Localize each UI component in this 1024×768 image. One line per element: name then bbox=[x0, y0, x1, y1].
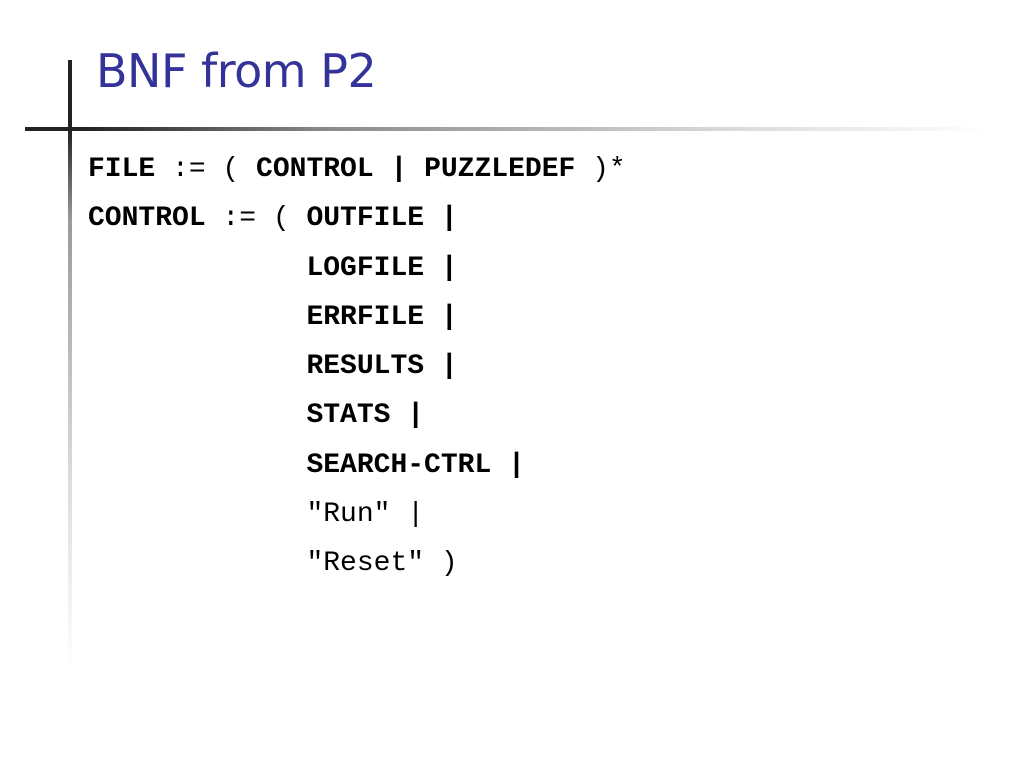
bnf-line: CONTROL := ( OUTFILE | bbox=[88, 199, 626, 248]
bnf-line: LOGFILE | bbox=[88, 249, 626, 298]
bnf-indent bbox=[88, 548, 306, 579]
bnf-indent bbox=[88, 253, 306, 284]
bnf-line: RESULTS | bbox=[88, 347, 626, 396]
slide-title: BNF from P2 bbox=[96, 44, 377, 98]
bnf-nonterminal: ERRFILE | bbox=[306, 301, 458, 333]
bnf-token: := ( bbox=[205, 203, 307, 235]
bnf-line: SEARCH-CTRL | bbox=[88, 446, 626, 495]
bnf-nonterminal: STATS | bbox=[306, 400, 425, 432]
bnf-token: := ( bbox=[155, 154, 257, 185]
bnf-line: STATS | bbox=[88, 396, 626, 445]
bnf-nonterminal: CONTROL | PUZZLEDEF bbox=[256, 154, 576, 185]
bnf-indent bbox=[88, 450, 306, 481]
bnf-indent bbox=[88, 499, 306, 530]
bnf-indent bbox=[88, 400, 306, 431]
bnf-token: )* bbox=[575, 154, 626, 185]
bnf-code-block: FILE := ( CONTROL | PUZZLEDEF )*CONTROL … bbox=[88, 150, 626, 594]
vertical-accent-bar bbox=[68, 60, 72, 670]
bnf-line: FILE := ( CONTROL | PUZZLEDEF )* bbox=[88, 150, 626, 199]
bnf-indent bbox=[88, 351, 306, 382]
bnf-indent bbox=[88, 302, 306, 333]
bnf-token: "Reset" ) bbox=[306, 548, 458, 580]
bnf-nonterminal: OUTFILE | bbox=[306, 203, 458, 235]
bnf-nonterminal: FILE bbox=[88, 154, 156, 185]
horizontal-accent-bar bbox=[25, 127, 990, 131]
bnf-token: "Run" | bbox=[306, 499, 425, 531]
bnf-nonterminal: CONTROL bbox=[88, 203, 206, 235]
bnf-nonterminal: SEARCH-CTRL | bbox=[306, 449, 525, 481]
bnf-line: "Reset" ) bbox=[88, 544, 626, 593]
bnf-nonterminal: RESULTS | bbox=[306, 351, 458, 383]
bnf-line: ERRFILE | bbox=[88, 298, 626, 347]
bnf-nonterminal: LOGFILE | bbox=[306, 252, 458, 284]
bnf-line: "Run" | bbox=[88, 495, 626, 544]
